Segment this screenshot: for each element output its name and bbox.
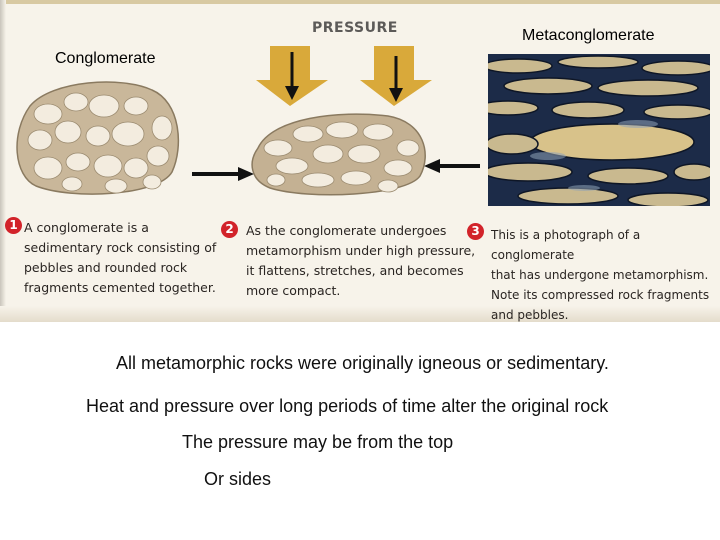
text-line-or-sides: Or sides (204, 469, 272, 489)
metaconglomerate-photo-image (488, 54, 710, 206)
step-badge-3: 3 (467, 223, 484, 240)
compressed-conglomerate-illustration (251, 113, 426, 196)
figure-top-border (0, 0, 720, 4)
pressure-down-arrow-right (360, 46, 432, 106)
step-badge-1: 1 (5, 217, 22, 234)
step-caption-3: This is a photograph of a conglomerate t… (491, 228, 710, 322)
text-line-heat-pressure: Heat and pressure over long periods of t… (86, 396, 609, 416)
pressure-title: PRESSURE (312, 20, 398, 36)
step-caption-1: A conglomerate is a sedimentary rock con… (24, 220, 217, 295)
rock-metamorphism-figure: PRESSURE Conglomerate Metaconglomerate (0, 0, 720, 322)
text-line-pressure-top: The pressure may be from the top (182, 432, 454, 452)
down-arrow-icon (285, 86, 299, 100)
label-conglomerate: Conglomerate (55, 50, 156, 67)
label-metaconglomerate: Metaconglomerate (522, 27, 655, 44)
figure-left-edge (0, 0, 6, 322)
right-arrow-icon (192, 167, 254, 181)
step-caption-2: As the conglomerate undergoes metamorphi… (246, 223, 476, 298)
metaconglomerate-photo (488, 54, 710, 206)
step-badge-2: 2 (221, 221, 238, 238)
conglomerate-rock-illustration (16, 81, 180, 195)
left-arrow-icon (424, 159, 480, 173)
figure-bottom-edge (0, 306, 720, 322)
text-line-metamorphic-origin: All metamorphic rocks were originally ig… (116, 353, 609, 373)
pressure-down-arrow-left (256, 46, 328, 106)
down-arrow-icon (389, 88, 403, 102)
